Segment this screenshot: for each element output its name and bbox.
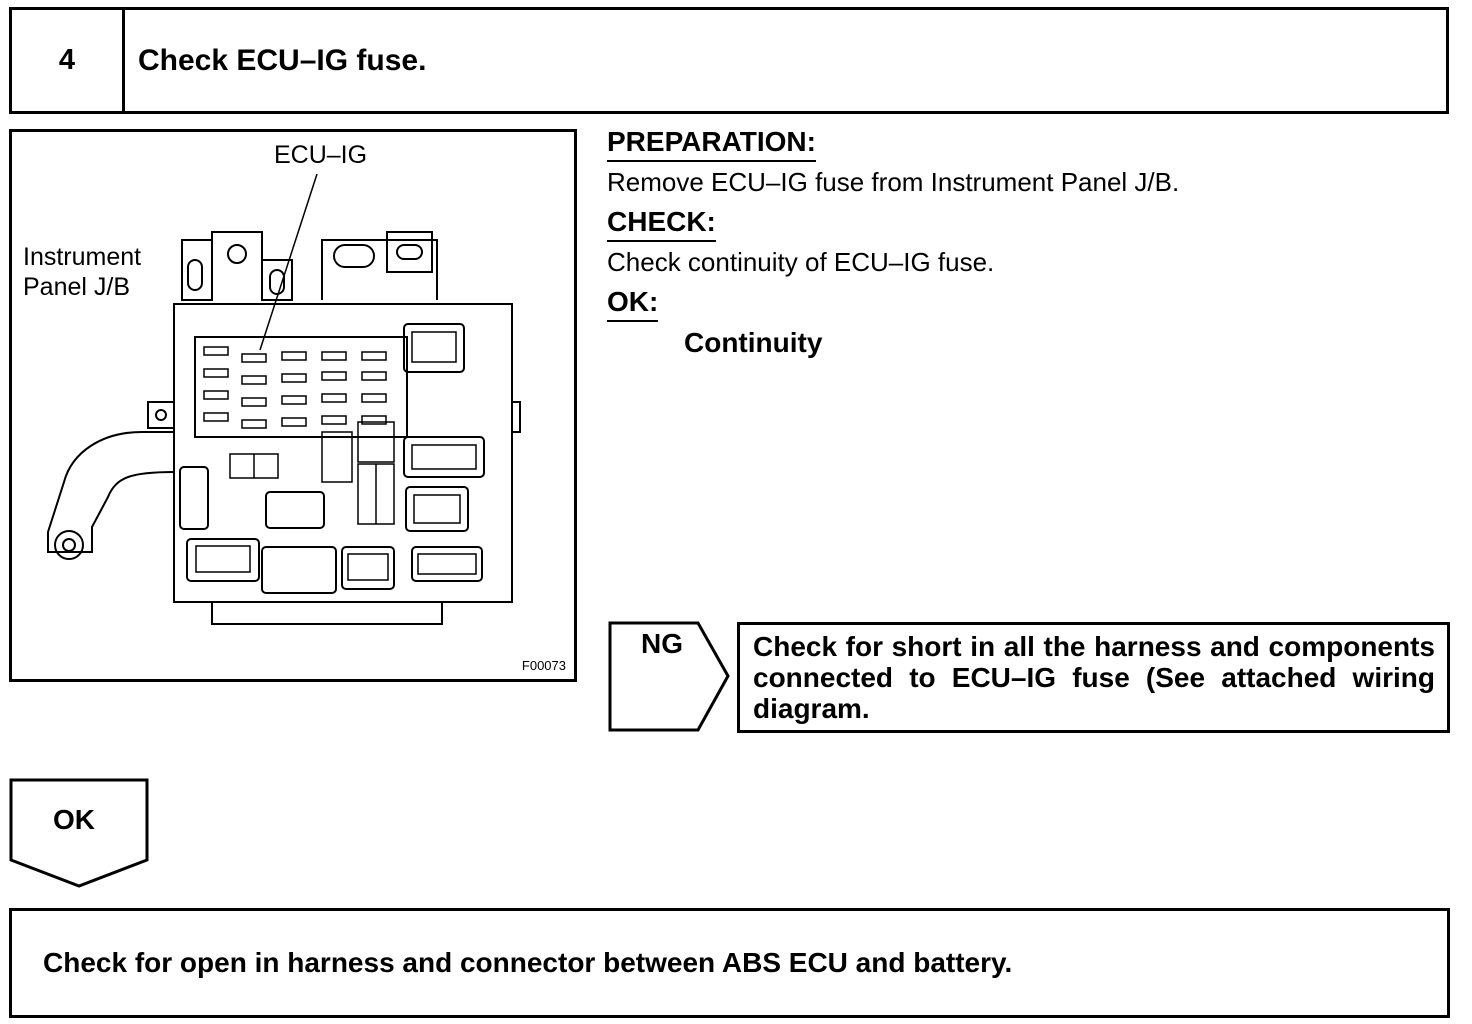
bracket-tab bbox=[181, 239, 213, 301]
check-heading: CHECK: bbox=[607, 204, 716, 242]
connector bbox=[179, 466, 209, 530]
junction-block-illustration bbox=[47, 173, 521, 625]
connector bbox=[411, 546, 483, 582]
connector bbox=[186, 538, 260, 582]
step-number: 4 bbox=[12, 10, 125, 111]
step-header: 4 Check ECU–IG fuse. bbox=[9, 7, 1449, 114]
ng-arrow-shape bbox=[608, 621, 730, 732]
ok-label: OK bbox=[53, 804, 95, 835]
connector bbox=[265, 491, 325, 529]
connector bbox=[261, 546, 337, 594]
connector bbox=[403, 436, 485, 478]
bracket-right bbox=[321, 239, 438, 300]
ok-action-box: Check for open in harness and connector … bbox=[9, 908, 1450, 1018]
bracket-hole bbox=[227, 244, 247, 264]
junction-block-figure: ECU–IG Instrument Panel J/B F00073 bbox=[9, 129, 577, 682]
preparation-text: Remove ECU–IG fuse from Instrument Panel… bbox=[607, 167, 1180, 197]
fuse-slots bbox=[203, 346, 387, 429]
ok-value: Continuity bbox=[684, 327, 823, 358]
preparation-heading: PREPARATION: bbox=[607, 124, 816, 162]
connector bbox=[341, 546, 395, 590]
ng-action-box: Check for short in all the harness and c… bbox=[737, 622, 1450, 733]
figure-code: F00073 bbox=[521, 658, 566, 673]
ok-arrow-shape bbox=[9, 778, 149, 888]
check-text: Check continuity of ECU–IG fuse. bbox=[607, 247, 995, 277]
instructions: PREPARATION: Remove ECU–IG fuse from Ins… bbox=[607, 124, 1467, 364]
connector bbox=[403, 323, 465, 373]
connector bbox=[405, 486, 469, 532]
jb-body bbox=[173, 303, 513, 603]
fuse-label: ECU–IG bbox=[274, 141, 368, 169]
bracket-left bbox=[211, 231, 263, 300]
wire-harness bbox=[47, 431, 175, 553]
ok-heading: OK: bbox=[607, 284, 659, 322]
step-title: Check ECU–IG fuse. bbox=[138, 43, 427, 77]
jb-bottom-lip bbox=[211, 602, 443, 625]
jb-label-line1: Instrument bbox=[23, 243, 142, 271]
fuse-leader-line bbox=[259, 173, 318, 351]
ng-label: NG bbox=[641, 628, 683, 659]
jb-label-line2: Panel J/B bbox=[23, 273, 131, 301]
